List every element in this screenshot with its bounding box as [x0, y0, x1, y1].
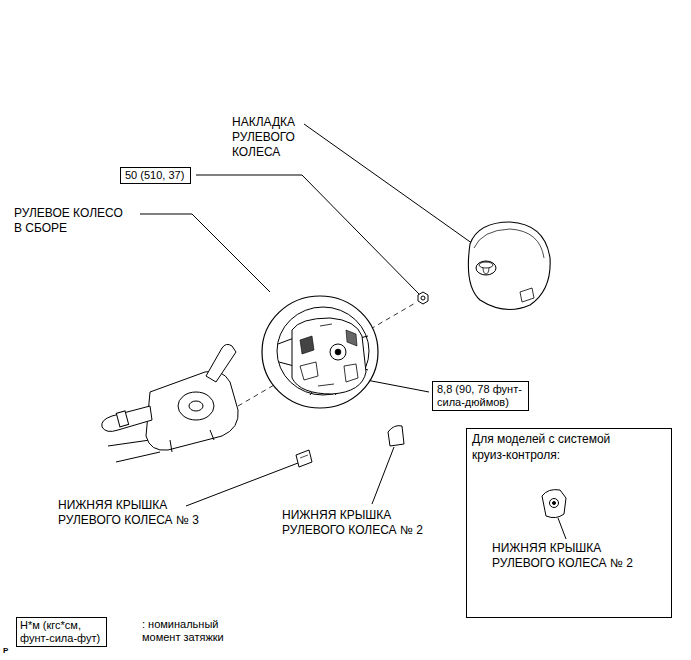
part-name: НИЖНЯЯ КРЫШКА РУЛЕВОГО КОЛЕСА № 2 — [492, 541, 635, 571]
torque-box: 8,8 (90, 78 фунт-сила-дюймов) — [432, 381, 529, 411]
label-holder: НИЖНЯЯ КРЫШКА РУЛЕВОГО КОЛЕСА № 2 — [282, 508, 425, 538]
cruise-switch — [550, 499, 559, 508]
clock-spring-hub — [189, 401, 203, 411]
legend-torque-box: Н*м (кгс*см, фунт-сила-фут) — [16, 617, 107, 647]
leader-lines — [140, 124, 566, 539]
label-holder: : номинальный момент затяжки — [142, 618, 226, 644]
steering-wheel — [262, 296, 378, 408]
pad-detail — [520, 288, 534, 302]
nut-hex — [418, 292, 428, 304]
torque-value: 8,8 (90, 78 фунт-сила-дюймов) — [437, 383, 524, 409]
hub-shaft — [335, 349, 341, 355]
part-name: НАКЛАДКА РУЛЕВОГО КОЛЕСА — [232, 115, 297, 160]
part-name: РУЛЕВОЕ КОЛЕСО В СБОРЕ — [14, 206, 123, 236]
hub-detail — [344, 364, 358, 382]
torque-value: 50 (510, 37) — [125, 169, 186, 182]
steering-pad — [468, 222, 550, 309]
legend-text: : номинальный момент затяжки — [142, 618, 226, 644]
hub-detail — [346, 330, 357, 346]
label-holder: НАКЛАДКА РУЛЕВОГО КОЛЕСА — [232, 115, 297, 160]
nut-hole — [421, 296, 425, 300]
cruise-switch — [553, 502, 556, 505]
pad-outline — [468, 222, 550, 309]
label-holder: НИЖНЯЯ КРЫШКА РУЛЕВОГО КОЛЕСА № 3 — [58, 498, 201, 528]
combination-switch — [102, 344, 238, 462]
label-holder: P — [3, 646, 10, 656]
leader-line — [140, 214, 270, 292]
pad-logo — [479, 262, 493, 268]
switch-stalk — [206, 344, 236, 382]
wheel-rim — [262, 296, 378, 408]
leader-line — [558, 518, 566, 539]
wheel-hub — [292, 318, 366, 394]
inset-heading: Для моделей с системой круиз-контроля: — [472, 431, 613, 463]
pad-logo — [476, 261, 496, 275]
wheel-rim-inner — [277, 307, 369, 395]
hub-nut-seat — [330, 344, 346, 360]
switch-detail — [170, 430, 214, 452]
hub-detail — [318, 324, 334, 386]
lower-cover-2 — [388, 426, 404, 446]
cover-detail — [300, 455, 308, 458]
label-holder: РУЛЕВОЕ КОЛЕСО В СБОРЕ — [14, 206, 123, 236]
lower-cover-3 — [296, 450, 312, 467]
leader-line — [372, 447, 394, 504]
hub-detail — [300, 362, 318, 380]
wheel-nut — [418, 292, 428, 304]
switch-body — [146, 371, 238, 450]
page-mark: P — [3, 646, 10, 656]
leader-line — [186, 463, 298, 506]
cruise-control-inset: Для моделей с системой круиз-контроля: НИ… — [466, 428, 672, 618]
hub-detail — [300, 336, 314, 354]
pad-edge — [474, 229, 544, 258]
switch-stalk — [102, 406, 152, 431]
leader-line — [196, 175, 419, 294]
legend-key: Н*м (кгс*см, фунт-сила-фут) — [20, 619, 103, 645]
stalk-knob — [116, 411, 128, 427]
part-name: НИЖНЯЯ КРЫШКА РУЛЕВОГО КОЛЕСА № 2 — [282, 508, 425, 538]
clock-spring — [178, 392, 214, 420]
lower-cover-2-cruise — [542, 490, 566, 518]
part-name: НИЖНЯЯ КРЫШКА РУЛЕВОГО КОЛЕСА № 3 — [58, 498, 201, 528]
torque-box: 50 (510, 37) — [120, 167, 191, 184]
leader-line — [304, 124, 490, 256]
